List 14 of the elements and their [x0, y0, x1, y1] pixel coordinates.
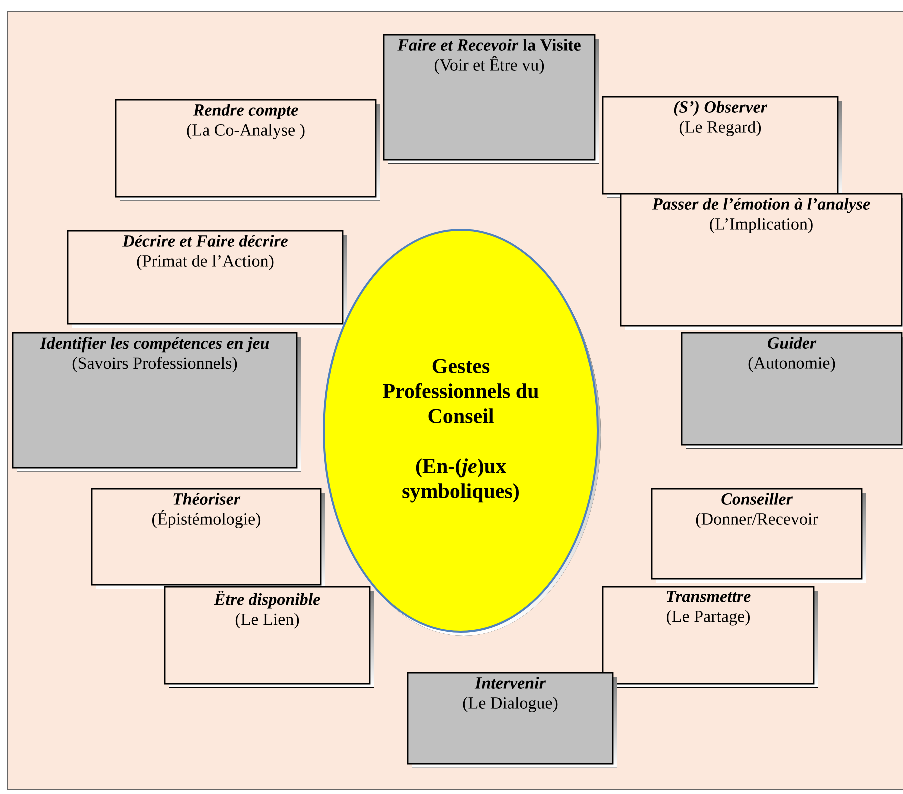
text-box: Théoriser (Épistémologie) — [91, 488, 325, 589]
text-box: Décrire et Faire décrire (Primat de l’Action) — [67, 230, 347, 328]
node-label: (Le Lien) — [236, 613, 300, 629]
text-box: Transmettre (Le Partage) — [602, 586, 818, 688]
text-box: Intervenir (Le Dialogue) — [407, 672, 617, 768]
text-box: Conseiller (Donner/Recevoir — [651, 488, 866, 583]
text-box: Faire et Recevoir la Visite (Voir et Être vu) — [383, 34, 599, 164]
node-label: Ëtre disponible — [214, 590, 320, 609]
text-box: Passer de l’émotion à l’analyse (L’Implication) — [620, 193, 903, 330]
text-box: Guider (Autonomie) — [681, 332, 903, 449]
text-box: (S’) Observer (Le Regard) — [602, 96, 842, 198]
text-box: Ëtre disponible (Le Lien) — [164, 586, 374, 688]
text-box: Rendre compte (La Co-Analyse ) — [115, 99, 380, 201]
text-box: Identifier les compétences en jeu (Savoirs Professionnels) — [12, 332, 301, 472]
